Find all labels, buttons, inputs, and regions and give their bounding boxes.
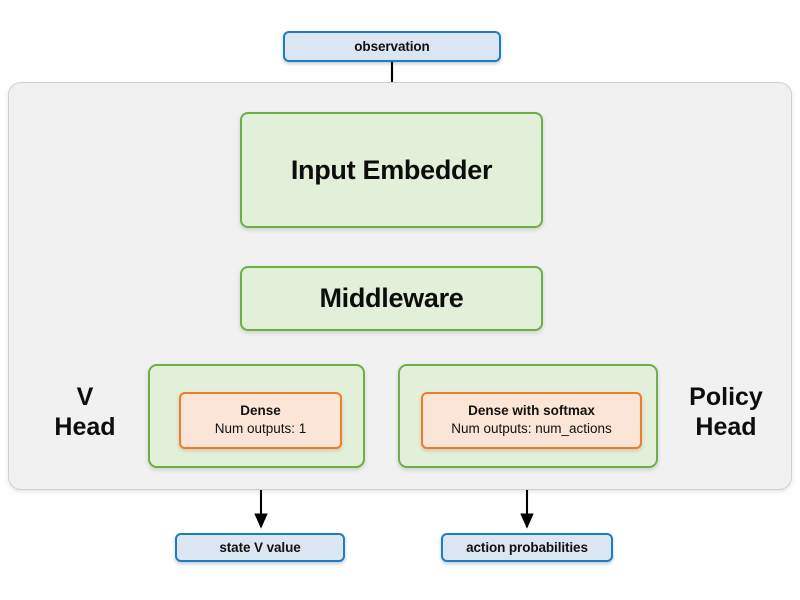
node-state-v-value[interactable]: state V value (175, 533, 345, 562)
node-observation-label: observation (354, 39, 430, 54)
node-middleware-label: Middleware (319, 283, 464, 313)
node-state-v-value-label: state V value (219, 540, 301, 555)
v-head-label: V Head (54, 383, 116, 441)
node-input-embedder-label: Input Embedder (290, 154, 493, 185)
v-head-group: Dense Num outputs: 1 (148, 364, 365, 468)
policy-head-group: Dense with softmax Num outputs: num_acti… (398, 364, 658, 468)
v-head-dense-subtitle: Num outputs: 1 (214, 421, 307, 437)
node-observation[interactable]: observation (283, 31, 501, 62)
node-action-probabilities-label: action probabilities (466, 540, 588, 555)
node-action-probabilities[interactable]: action probabilities (441, 533, 613, 562)
v-head-dense-title: Dense (240, 403, 281, 419)
node-input-embedder[interactable]: Input Embedder (240, 112, 543, 228)
policy-head-dense-title: Dense with softmax (468, 403, 595, 419)
node-middleware[interactable]: Middleware (240, 266, 543, 331)
policy-head-label: Policy Head (689, 383, 763, 441)
v-head-dense-node[interactable]: Dense Num outputs: 1 (179, 392, 342, 449)
policy-head-dense-subtitle: Num outputs: num_actions (451, 421, 612, 437)
policy-head-dense-node[interactable]: Dense with softmax Num outputs: num_acti… (421, 392, 642, 449)
